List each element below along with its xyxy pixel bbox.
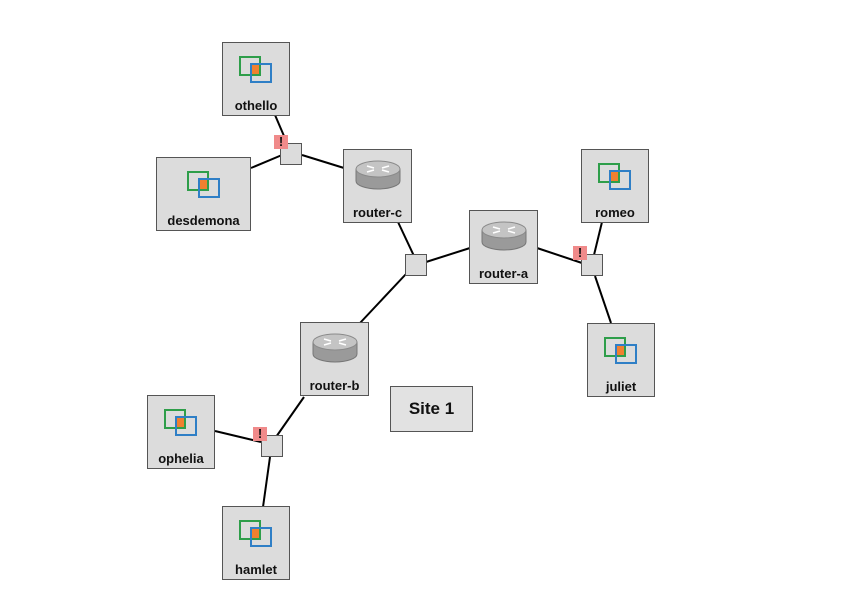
node-label: hamlet — [235, 562, 277, 577]
pc-icon — [598, 163, 631, 190]
node-label: router-c — [352, 205, 403, 220]
node-hamlet[interactable]: hamlet — [222, 506, 290, 580]
node-label: router-b — [309, 378, 360, 393]
pc-icon — [186, 171, 220, 198]
alert-badge-3[interactable]: ! — [253, 427, 267, 441]
link-switch-1-router-c — [301, 154, 345, 169]
link-router-b-switch-4 — [275, 396, 305, 438]
link-switch-3-juliet — [594, 275, 612, 324]
node-label: romeo — [595, 205, 635, 220]
pc-icon — [604, 337, 637, 364]
site-label[interactable]: Site 1 — [390, 386, 473, 432]
pc-icon — [239, 56, 272, 83]
link-desdemona-switch-1 — [250, 154, 283, 169]
router-icon — [355, 160, 400, 190]
node-label: juliet — [605, 379, 637, 394]
node-desdemona[interactable]: desdemona — [156, 157, 251, 231]
alert-badge-2[interactable]: ! — [573, 246, 587, 260]
node-label: router-a — [478, 266, 529, 281]
node-romeo[interactable]: romeo — [581, 149, 649, 223]
alert-badge-1[interactable]: ! — [274, 135, 288, 149]
router-icon — [312, 333, 357, 363]
node-juliet[interactable]: juliet — [587, 323, 655, 397]
node-label: desdemona — [167, 213, 240, 228]
link-switch-2-router-a — [425, 247, 471, 263]
link-router-a-switch-3 — [536, 247, 583, 264]
node-othello[interactable]: othello — [222, 42, 290, 116]
node-router-b[interactable]: router-b — [300, 322, 369, 396]
node-label: othello — [234, 98, 278, 113]
node-router-c[interactable]: router-c — [343, 149, 412, 223]
switch-2[interactable] — [405, 254, 427, 276]
router-icon — [481, 221, 526, 251]
link-romeo-switch-3 — [593, 221, 603, 256]
pc-icon — [239, 520, 272, 547]
node-router-a[interactable]: router-a — [469, 210, 538, 284]
link-router-c-switch-2 — [397, 221, 415, 257]
pc-icon — [164, 409, 197, 436]
node-label: ophelia — [158, 451, 204, 466]
link-switch-4-hamlet — [262, 456, 271, 508]
node-ophelia[interactable]: ophelia — [147, 395, 215, 469]
link-switch-2-router-b — [359, 273, 407, 324]
